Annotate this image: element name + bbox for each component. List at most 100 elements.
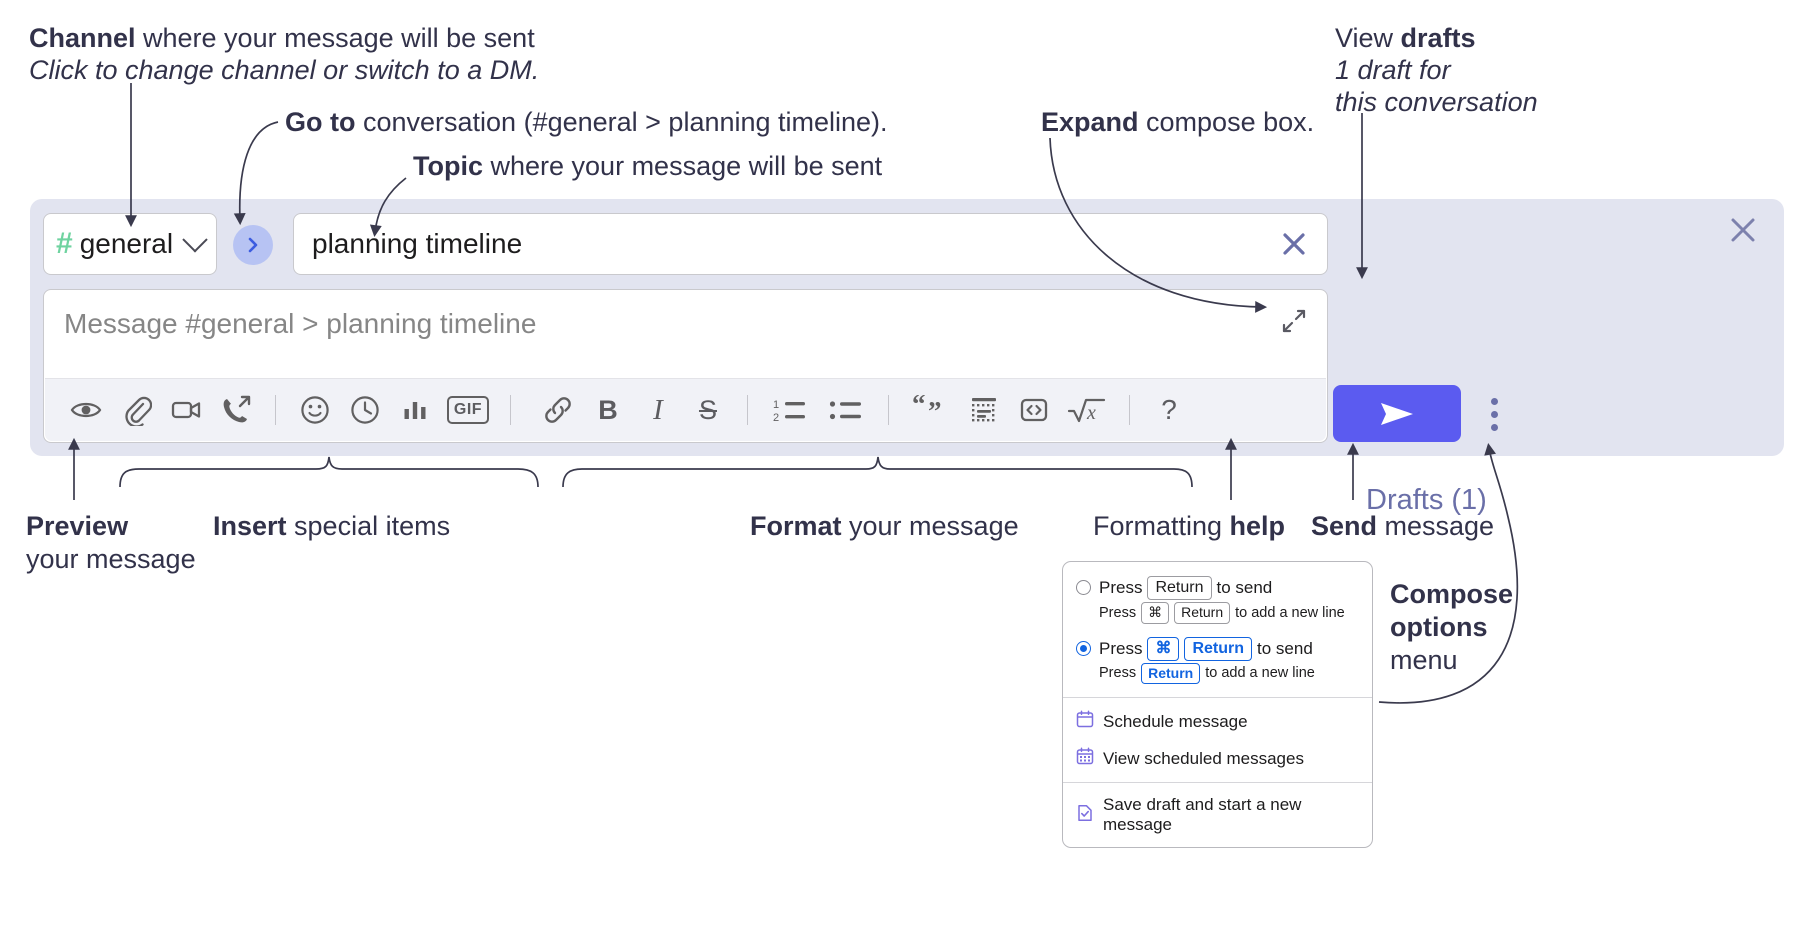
math-icon[interactable]: x	[1059, 385, 1115, 435]
bold-icon[interactable]: B	[583, 385, 633, 435]
toolbar-divider	[275, 395, 276, 425]
annotation-preview-rest: your message	[26, 544, 196, 574]
close-icon[interactable]	[1724, 211, 1762, 249]
clear-topic-icon[interactable]	[1277, 227, 1311, 261]
radio-option-return[interactable]: Press Return to send	[1063, 573, 1372, 601]
channel-name: general	[79, 228, 174, 259]
help-glyph: ?	[1161, 394, 1177, 425]
annotation-goto: Go to conversation (#general > planning …	[285, 106, 888, 139]
formatting-toolbar: GIF B I	[45, 378, 1326, 441]
radio-button[interactable]	[1076, 580, 1091, 595]
topic-value: planning timeline	[312, 228, 523, 259]
link-icon[interactable]	[533, 385, 583, 435]
send-button[interactable]	[1333, 385, 1461, 442]
annotation-format-bold: Format	[750, 511, 842, 541]
preview-icon[interactable]	[61, 385, 111, 435]
annotation-preview-bold: Preview	[26, 511, 129, 541]
menu-item-view-scheduled-messages[interactable]: View scheduled messages	[1063, 740, 1372, 777]
gif-icon[interactable]: GIF	[440, 385, 496, 435]
menu-item-label: Save draft and start a new message	[1103, 795, 1302, 834]
svg-text:x: x	[1086, 402, 1096, 424]
annotation-preview-line2: your message	[26, 543, 196, 576]
strikethrough-icon[interactable]: S	[683, 385, 733, 435]
emoji-icon[interactable]	[290, 385, 340, 435]
send-mode-section: Press Return to send Press ⌘ Return to a…	[1063, 562, 1372, 697]
press-label: Press	[1099, 578, 1143, 597]
toolbar-divider	[1129, 395, 1130, 425]
hash-icon: #	[56, 227, 73, 260]
annotation-expand-bold: Expand	[1041, 107, 1139, 137]
annotation-send: Send message	[1311, 510, 1494, 543]
radio-button-selected[interactable]	[1076, 640, 1091, 656]
audio-clip-icon[interactable]	[211, 385, 261, 435]
annotation-help: Formatting help	[1093, 510, 1285, 543]
annotation-compose-options-rest: menu	[1390, 645, 1458, 675]
annotation-topic: Topic where your message will be sent	[413, 150, 882, 183]
annotation-compose-options-bold2: options	[1390, 612, 1488, 642]
strike-glyph: S	[698, 394, 717, 425]
newline-label: to add a new line	[1235, 604, 1345, 621]
toolbar-divider	[747, 395, 748, 425]
topic-input[interactable]: planning timeline	[293, 213, 1328, 275]
svg-text:”: ”	[928, 396, 942, 425]
gif-label: GIF	[446, 396, 490, 424]
annotation-channel-rest: where your message will be sent	[135, 23, 535, 53]
newline-label: to add a new line	[1205, 665, 1315, 682]
goto-conversation-button[interactable]	[233, 225, 273, 265]
annotation-channel-bold: Channel	[29, 23, 136, 53]
menu-item-schedule-message[interactable]: Schedule message	[1063, 703, 1372, 740]
radio-option-return-sub: Press ⌘ Return to add a new line	[1063, 601, 1372, 628]
chevron-down-icon	[182, 227, 208, 253]
help-icon[interactable]: ?	[1144, 385, 1194, 435]
italic-icon[interactable]: I	[633, 385, 683, 435]
code-block-icon[interactable]	[959, 385, 1009, 435]
kbd-return: Return	[1184, 636, 1253, 661]
annotation-preview-line1: Preview	[26, 510, 128, 543]
attachment-icon[interactable]	[111, 385, 161, 435]
clock-icon[interactable]	[340, 385, 390, 435]
annotation-channel-line2: Click to change channel or switch to a D…	[29, 54, 539, 87]
annotation-goto-bold: Go to	[285, 107, 356, 137]
kbd-return: Return	[1147, 576, 1212, 600]
ordered-list-icon[interactable]: 1 2	[762, 385, 818, 435]
annotation-drafts-line3: this conversation	[1335, 86, 1538, 119]
kbd-command: ⌘	[1141, 602, 1170, 624]
annotation-insert: Insert special items	[213, 510, 450, 543]
annotation-send-rest: message	[1377, 511, 1495, 541]
channel-row: # general planning timeline	[43, 213, 1328, 275]
video-icon[interactable]	[161, 385, 211, 435]
kbd-return: Return	[1174, 602, 1231, 624]
poll-icon[interactable]	[390, 385, 440, 435]
svg-text:“: “	[912, 395, 926, 419]
annotation-compose-options-line2: options	[1390, 611, 1487, 644]
dot	[1490, 397, 1498, 405]
italic-glyph: I	[653, 393, 663, 426]
annotation-compose-options-bold1: Compose	[1390, 579, 1514, 609]
message-input-box[interactable]: Message #general > planning timeline	[43, 289, 1328, 443]
annotation-channel-line1: Channel where your message will be sent	[29, 22, 535, 55]
annotation-channel-italic: Click to change channel or switch to a D…	[29, 55, 540, 85]
annotation-topic-bold: Topic	[413, 151, 483, 181]
annotation-drafts-bold: drafts	[1400, 23, 1476, 53]
svg-text:2: 2	[773, 412, 779, 424]
annotation-compose-options-line3: menu	[1390, 644, 1458, 677]
annotation-help-bold: help	[1229, 511, 1286, 541]
channel-selector[interactable]: # general	[43, 213, 217, 275]
compose-options-button[interactable]	[1479, 391, 1509, 437]
annotation-format: Format your message	[750, 510, 1019, 543]
schedule-group: Schedule message View scheduled messages	[1063, 698, 1372, 782]
menu-item-save-draft[interactable]: Save draft and start a new message	[1063, 788, 1372, 842]
expand-icon[interactable]	[1277, 304, 1311, 338]
press-label: Press	[1099, 638, 1143, 658]
toolbar-divider	[510, 395, 511, 425]
press-label: Press	[1099, 604, 1137, 621]
compose-inner: # general planning timeline Message #ge	[43, 213, 1328, 443]
bulleted-list-icon[interactable]	[818, 385, 874, 435]
menu-divider	[1063, 697, 1372, 698]
annotation-expand: Expand compose box.	[1041, 106, 1314, 139]
blockquote-icon[interactable]: “ ”	[903, 385, 959, 435]
radio-option-cmd-return[interactable]: Press ⌘ Return to send	[1063, 634, 1372, 662]
code-icon[interactable]	[1009, 385, 1059, 435]
annotation-insert-rest: special items	[286, 511, 451, 541]
dot	[1490, 410, 1498, 418]
